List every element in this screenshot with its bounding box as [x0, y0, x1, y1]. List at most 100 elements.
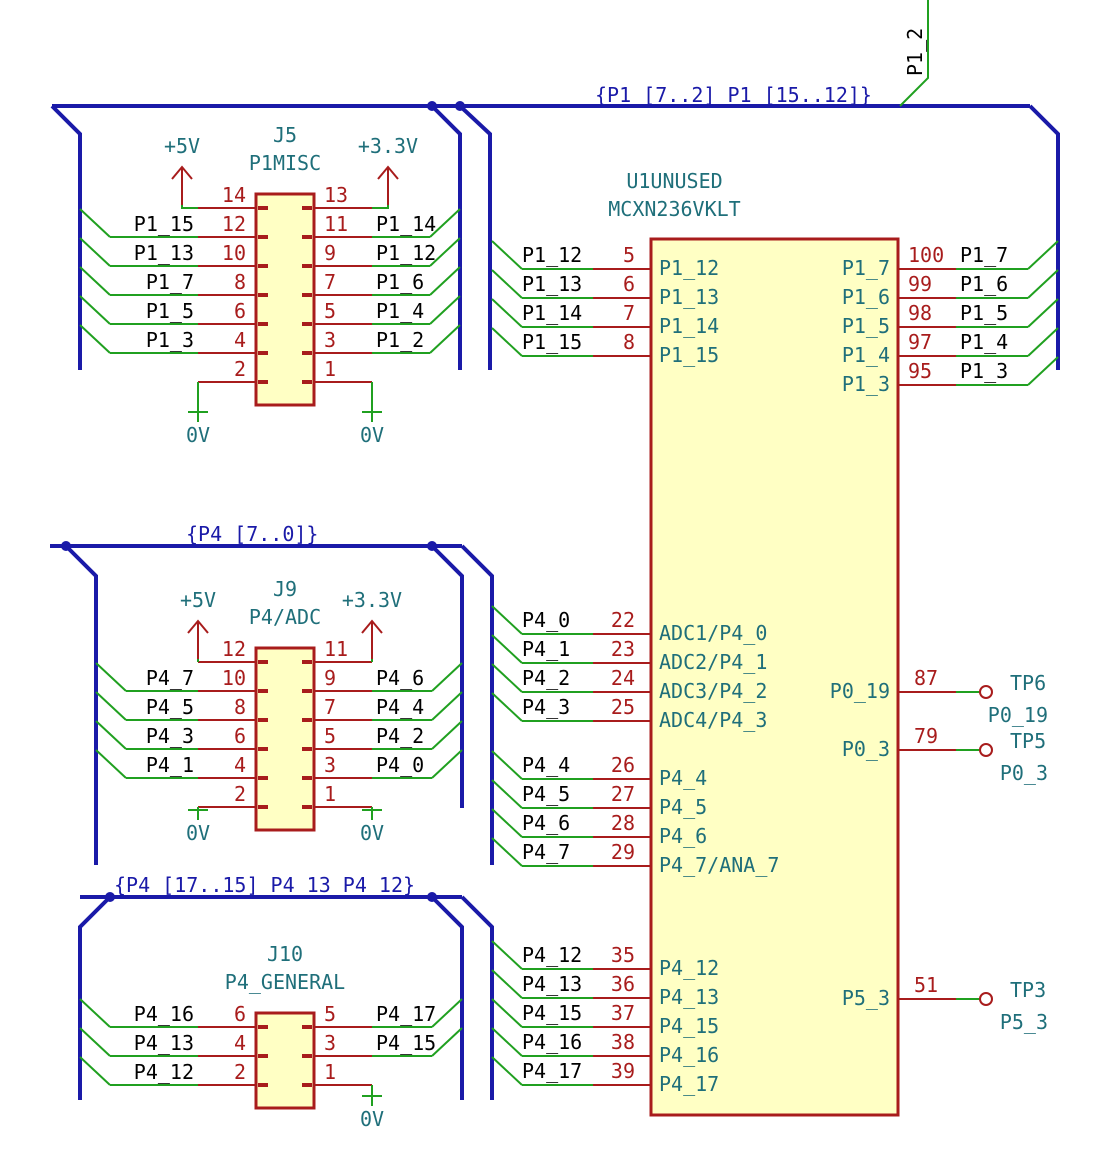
u1-pin-name: ADC3/P4_2 [659, 679, 767, 703]
u1-pin-name: P4_17 [659, 1072, 719, 1096]
j5-pin-number: 6 [234, 299, 246, 323]
net-label-p1-2: P1_2 [903, 28, 927, 76]
j5-plus3v3-arrow [377, 165, 399, 180]
j9-bus-entry [431, 662, 463, 692]
u1-net-label: P1_15 [522, 330, 582, 354]
j5-gnd-left-label: 0V [186, 423, 210, 447]
u1-bus-entry [491, 940, 523, 970]
j10-net-label: P4_16 [134, 1002, 194, 1026]
j5-net-label: P1_2 [376, 328, 424, 352]
u1-pin-number: 39 [611, 1059, 635, 1083]
j5-bus-entry [79, 266, 111, 296]
u1-bus-entry [491, 837, 523, 867]
u1-bus-entry [1027, 269, 1059, 299]
u1-pin-number: 26 [611, 753, 635, 777]
j5-pin-number: 14 [222, 183, 246, 207]
j9-net-label: P4_4 [376, 695, 424, 719]
j5-plus3v3-label: +3.3V [358, 134, 418, 158]
j9-pin-number: 10 [222, 666, 246, 690]
u1-bus-entry [1027, 356, 1059, 386]
u1-pin-name: P4_7/ANA_7 [659, 853, 779, 877]
u1-pin-name: ADC4/P4_3 [659, 708, 767, 732]
j9-bus-entry [431, 720, 463, 750]
j9-pin-number: 2 [234, 782, 246, 806]
u1-net-label: P1_14 [522, 301, 582, 325]
u1-pin-number: 23 [611, 637, 635, 661]
j9-pin-number: 8 [234, 695, 246, 719]
j5-net-label: P1_7 [146, 270, 194, 294]
u1-pin-number: 8 [623, 330, 635, 354]
j9-ref: J9 [273, 577, 297, 601]
j5-pin-number: 8 [234, 270, 246, 294]
j5-pin-number: 7 [324, 270, 336, 294]
j9-net-label: P4_1 [146, 753, 194, 777]
u1-pin-name: P1_14 [659, 314, 719, 338]
u1-pin-number: 98 [908, 301, 932, 325]
j9-net-label: P4_0 [376, 753, 424, 777]
j5-bus-entry [429, 208, 461, 238]
j10-bus-entry [79, 998, 111, 1028]
j5-pin-number: 11 [324, 212, 348, 236]
net-p1-2-up [899, 0, 929, 107]
bus-p4gen-left-drop [78, 895, 112, 1100]
j9-pin-number: 1 [324, 782, 336, 806]
j5-bus-entry [79, 295, 111, 325]
j10-net-label: P4_15 [376, 1031, 436, 1055]
u1-pin-name: P0_19 [830, 679, 890, 703]
bus-p1-u1-drop [458, 104, 492, 370]
u1-pin-name: P1_12 [659, 256, 719, 280]
j9-pin-number: 6 [234, 724, 246, 748]
j9-pin-number: 12 [222, 637, 246, 661]
j5-pwr33-wire [372, 167, 389, 209]
u1-pin-name: P4_16 [659, 1043, 719, 1067]
j5-pin-nub [302, 351, 312, 355]
bus-p1-mid-drop [430, 104, 462, 370]
u1-pin-number: 22 [611, 608, 635, 632]
j5-net-label: P1_3 [146, 328, 194, 352]
u1-pin-name: P1_3 [842, 372, 890, 396]
j5-pin-nub [258, 293, 268, 297]
j9-plus5-label: +5V [180, 588, 216, 612]
u1-bus-entry [491, 663, 523, 693]
bus-label-p1: {P1_[7..2] P1_[15..12]} [595, 83, 872, 107]
u1-pin-name: P4_13 [659, 985, 719, 1009]
bus-junction [427, 101, 437, 111]
test-point-icon [979, 992, 993, 1006]
u1-pin-name: ADC2/P4_1 [659, 650, 767, 674]
u1-value: MCXN236VKLT [608, 197, 740, 221]
u1-pin-number: 95 [908, 359, 932, 383]
j10-bus-entry [79, 1027, 111, 1057]
j5-net-label: P1_12 [376, 241, 436, 265]
j5-net-label: P1_4 [376, 299, 424, 323]
u1-pin-name: P1_15 [659, 343, 719, 367]
bus-p4-left-drop [64, 544, 98, 865]
j9-pin-nub [258, 689, 268, 693]
tp-net: P0_3 [1000, 761, 1048, 785]
u1-bus-entry [1027, 298, 1059, 328]
u1-net-label: P1_13 [522, 272, 582, 296]
bus-junction [427, 541, 437, 551]
bus-p4gen-u1-drop [460, 895, 494, 1100]
u1-pin-number: 25 [611, 695, 635, 719]
j5-plus5-label: +5V [164, 134, 200, 158]
j10-net-label: P4_13 [134, 1031, 194, 1055]
u1-bus-entry [491, 298, 523, 328]
j9-pin-number: 7 [324, 695, 336, 719]
u1-pin-name: P1_6 [842, 285, 890, 309]
j9-pin-nub [302, 776, 312, 780]
j9-pin-number: 9 [324, 666, 336, 690]
test-point-icon [979, 685, 993, 699]
j9-plus3v3-arrow [361, 619, 383, 634]
bus-junction [427, 892, 437, 902]
u1-bus-entry [491, 998, 523, 1028]
u1-pin-name: P4_15 [659, 1014, 719, 1038]
u1-pin-name: P4_5 [659, 795, 707, 819]
u1-pin-number: 37 [611, 1001, 635, 1025]
u1-net-label: P1_4 [960, 330, 1008, 354]
j5-plus5-arrow [171, 165, 193, 180]
j9-net-label: P4_5 [146, 695, 194, 719]
j5-pin-nub [302, 293, 312, 297]
u1-bus-entry [1027, 240, 1059, 270]
u1-net-label: P4_17 [522, 1059, 582, 1083]
